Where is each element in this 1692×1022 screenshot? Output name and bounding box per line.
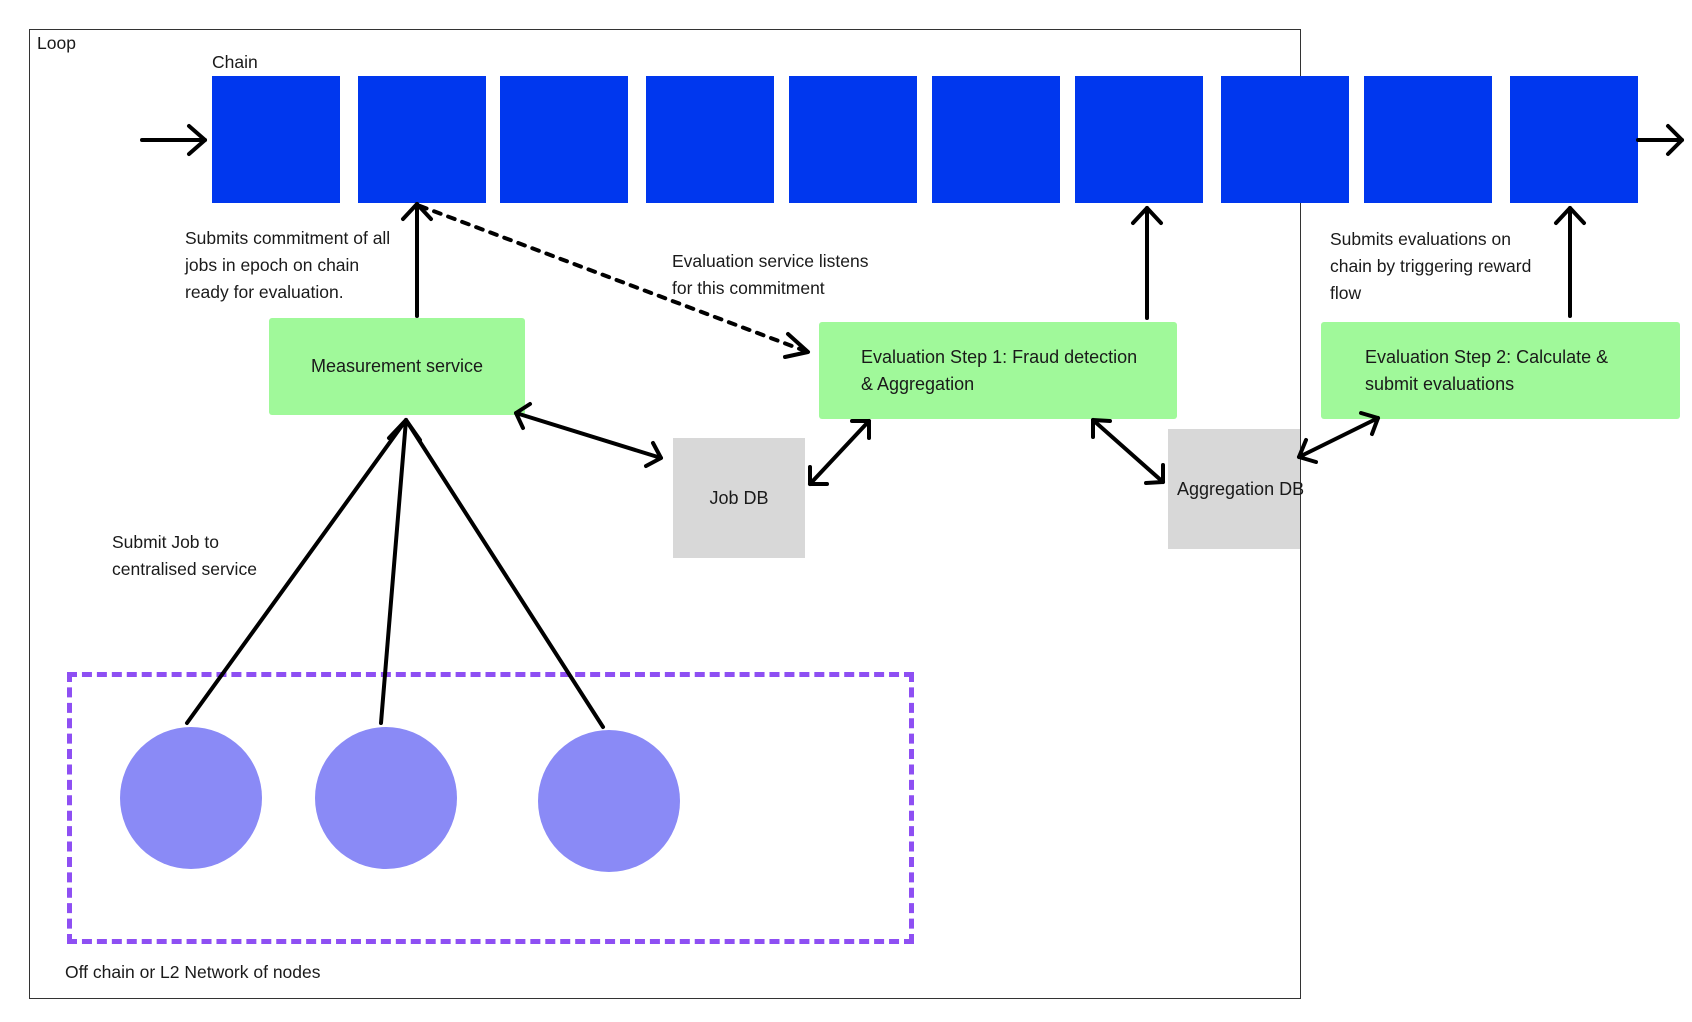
chain-block-10 — [1510, 76, 1638, 203]
chain-block-2 — [358, 76, 486, 203]
submits-evaluations-note: Submits evaluations on chain by triggeri… — [1330, 229, 1532, 303]
measurement-to-chain-arrow — [401, 202, 433, 318]
job-db-label: Job DB — [709, 487, 769, 508]
chain-block-4 — [646, 76, 774, 203]
evaluation-step2-label: Evaluation Step 2: Calculate & submit ev… — [1365, 346, 1609, 394]
measurement-jobdb-arrow — [514, 402, 663, 468]
measurement-service: Measurement service — [269, 318, 525, 415]
node2-to-measurement-arrow — [379, 418, 408, 725]
loop-label: Loop — [37, 33, 76, 53]
node1-to-measurement-arrow — [185, 418, 408, 725]
node-1 — [120, 727, 262, 869]
evaluation-step1-label: Evaluation Step 1: Fraud detection & Agg… — [861, 346, 1138, 394]
chain-block-7 — [1075, 76, 1203, 203]
node-network-frame — [67, 672, 914, 944]
aggregationdb-evaluation2-arrow — [1297, 411, 1380, 464]
aggregation-db: Aggregation DB — [1168, 429, 1304, 549]
evaluation-listens-note: Evaluation service listens for this comm… — [672, 251, 869, 298]
listen-dotted-arrow — [418, 204, 810, 359]
node-network-label: Off chain or L2 Network of nodes — [65, 962, 321, 982]
node-3 — [538, 730, 680, 872]
aggregation-db-label: Aggregation DB — [1177, 478, 1305, 499]
loop-frame — [29, 29, 1301, 999]
evaluation2-to-chain-arrow — [1554, 206, 1586, 318]
chain-block-8 — [1221, 76, 1349, 203]
chain-block-3 — [500, 76, 628, 203]
evaluation1-jobdb-arrow — [808, 419, 871, 486]
chain-block-1 — [212, 76, 340, 203]
measurement-input-arrowhead — [387, 418, 422, 442]
job-db: Job DB — [673, 438, 805, 558]
submits-commitment-note: Submits commitment of all jobs in epoch … — [185, 228, 391, 302]
evaluation-step2-service: Evaluation Step 2: Calculate & submit ev… — [1321, 322, 1680, 419]
evaluation-step1-service: Evaluation Step 1: Fraud detection & Agg… — [819, 322, 1177, 419]
chain-block-5 — [789, 76, 917, 203]
submit-job-note: Submit Job to centralised service — [112, 532, 257, 579]
node3-to-measurement-arrow — [404, 418, 605, 729]
evaluation1-aggregationdb-arrow — [1091, 418, 1165, 485]
chain-block-9 — [1364, 76, 1492, 203]
chain-entry-arrow — [140, 124, 207, 156]
measurement-service-label: Measurement service — [310, 356, 484, 376]
chain-exit-arrow — [1636, 124, 1684, 156]
node-2 — [315, 727, 457, 869]
evaluation1-to-chain-arrow — [1131, 206, 1163, 320]
chain-block-6 — [932, 76, 1060, 203]
chain-label: Chain — [212, 52, 258, 72]
